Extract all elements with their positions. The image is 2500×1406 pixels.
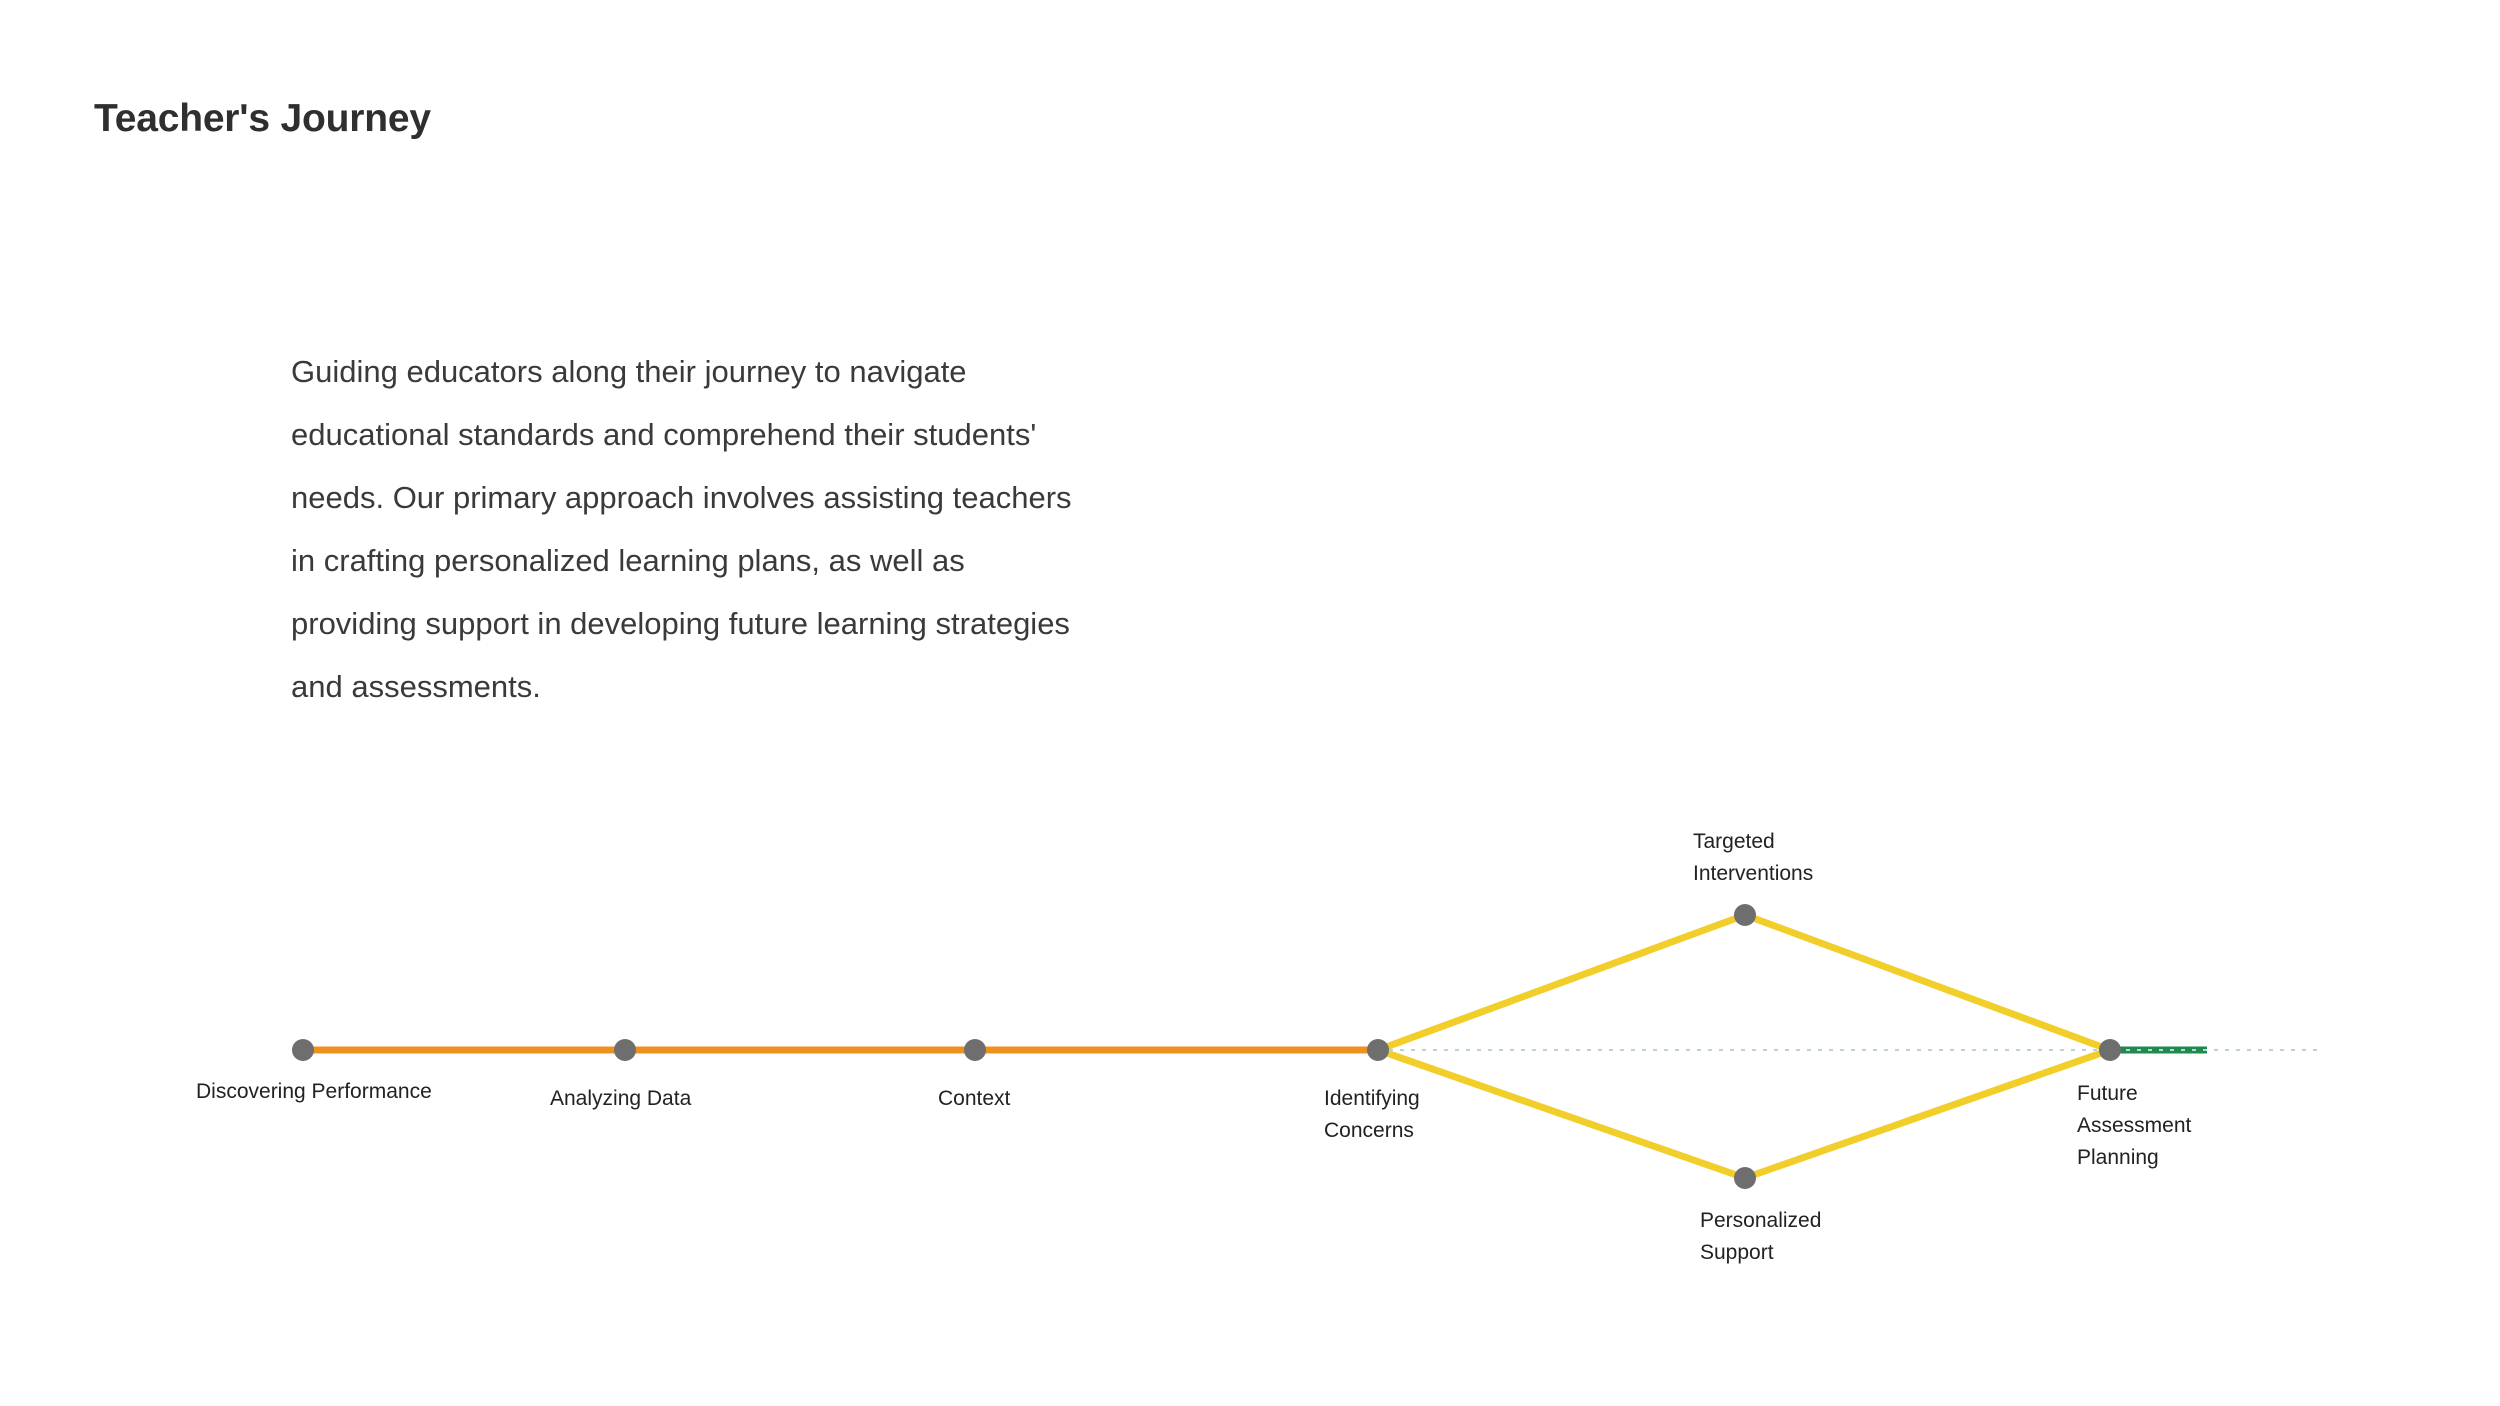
timeline-node-discovering-performance[interactable] <box>292 1039 314 1061</box>
timeline-node-label-analyzing-data: Analyzing Data <box>550 1087 692 1110</box>
timeline-node-identifying-concerns[interactable] <box>1367 1039 1389 1061</box>
timeline-segment-seg-personalized-to-future <box>1743 1046 2112 1182</box>
timeline-segment-seg-identifying-to-personalized <box>1376 1046 1747 1182</box>
timeline-node-analyzing-data[interactable] <box>614 1039 636 1061</box>
timeline-segment-seg-identifying-to-targeted <box>1376 911 1747 1054</box>
timeline-node-personalized-support[interactable] <box>1734 1167 1756 1189</box>
page-title: Teacher's Journey <box>94 97 431 140</box>
timeline-node-targeted-interventions[interactable] <box>1734 904 1756 926</box>
timeline-node-label-identifying-concerns: Identifying Concerns <box>1324 1087 1420 1142</box>
timeline-node-label-targeted-interventions: Targeted Interventions <box>1693 830 1814 885</box>
timeline-node-label-discovering-performance: Discovering Performance <box>196 1080 432 1103</box>
intro-paragraph: Guiding educators along their journey to… <box>291 354 1072 704</box>
timeline-node-label-future-assessment-planning: Future Assessment Planning <box>2077 1082 2192 1169</box>
timeline-segments-layer <box>303 911 2320 1182</box>
timeline-node-context[interactable] <box>964 1039 986 1061</box>
timeline-node-future-assessment-planning[interactable] <box>2099 1039 2121 1061</box>
timeline-nodes-layer <box>292 904 2121 1189</box>
timeline-segment-seg-targeted-to-future <box>1743 911 2112 1054</box>
timeline-node-label-context: Context <box>938 1087 1011 1110</box>
timeline-node-label-personalized-support: Personalized Support <box>1700 1209 1822 1264</box>
